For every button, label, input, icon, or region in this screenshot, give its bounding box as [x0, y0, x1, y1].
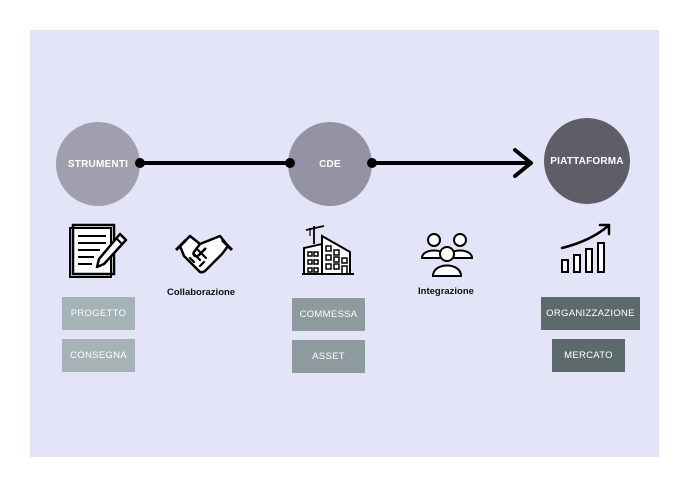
tag-asset: ASSET	[292, 340, 365, 373]
tag-commessa: COMMESSA	[292, 298, 365, 331]
tag-consegna: CONSEGNA	[62, 339, 135, 372]
transition-collaborazione: Collaborazione	[167, 287, 236, 298]
arrow-head	[513, 148, 533, 178]
stage-strumenti: STRUMENTI	[56, 122, 140, 206]
document-pen-icon	[69, 223, 128, 278]
connector-dot	[367, 158, 377, 168]
team-icon	[420, 233, 474, 277]
tag-mercato: MERCATO	[552, 339, 625, 372]
handshake-icon	[174, 234, 234, 274]
stage-piattaforma: PIATTAFORMA	[544, 118, 630, 204]
transition-integrazione: Integrazione	[418, 286, 474, 297]
building-crane-icon	[302, 225, 354, 275]
growth-chart-icon	[560, 223, 611, 273]
diagram-panel	[30, 30, 659, 457]
stage-cde: CDE	[288, 122, 372, 206]
connector-dot	[135, 158, 145, 168]
tag-organizzazione: ORGANIZZAZIONE	[541, 297, 640, 330]
connector-dot	[285, 158, 295, 168]
tag-progetto: PROGETTO	[62, 297, 135, 330]
